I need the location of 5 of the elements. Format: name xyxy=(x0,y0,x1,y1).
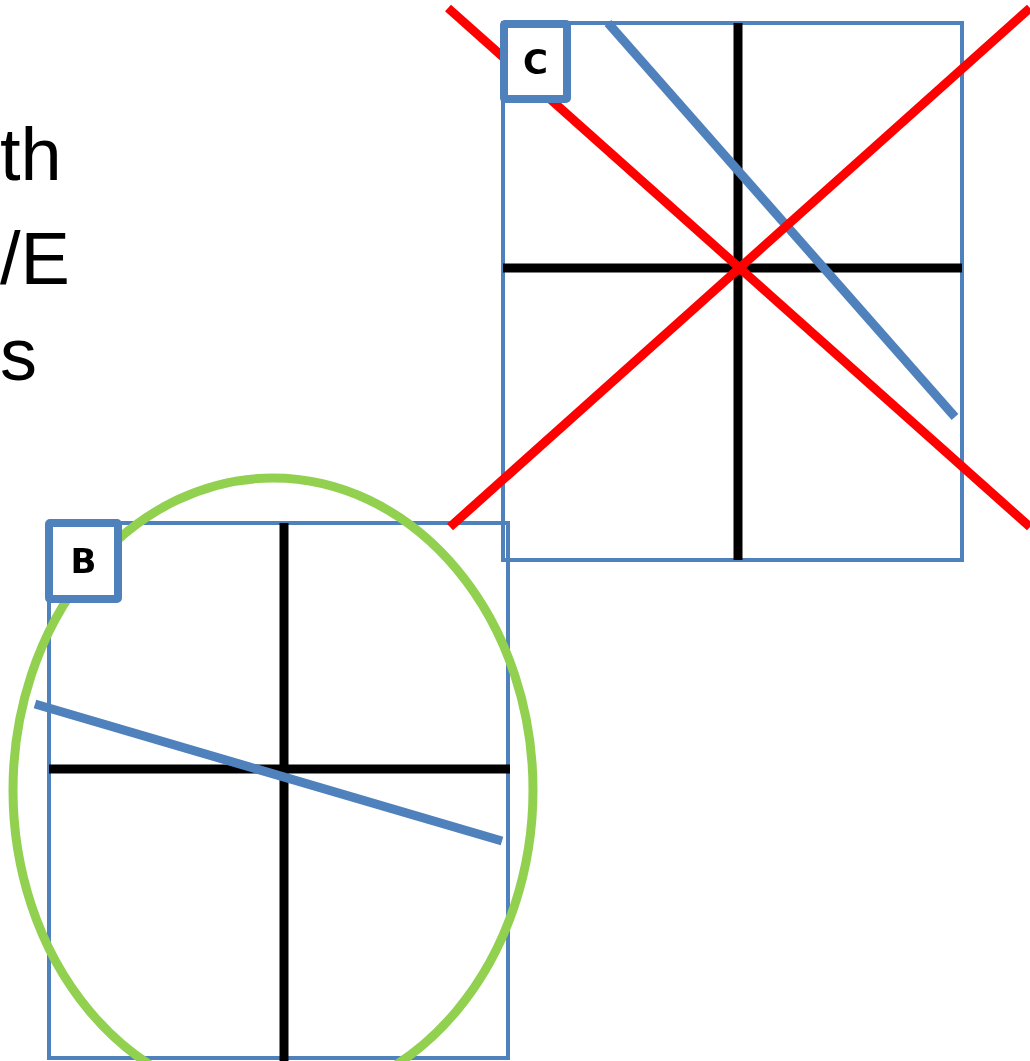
slide-text: s xyxy=(0,318,37,392)
panel-label: B xyxy=(45,519,122,603)
slide-text: /E xyxy=(0,222,70,296)
slide-text: th xyxy=(0,118,62,192)
panel-label: C xyxy=(500,20,571,103)
